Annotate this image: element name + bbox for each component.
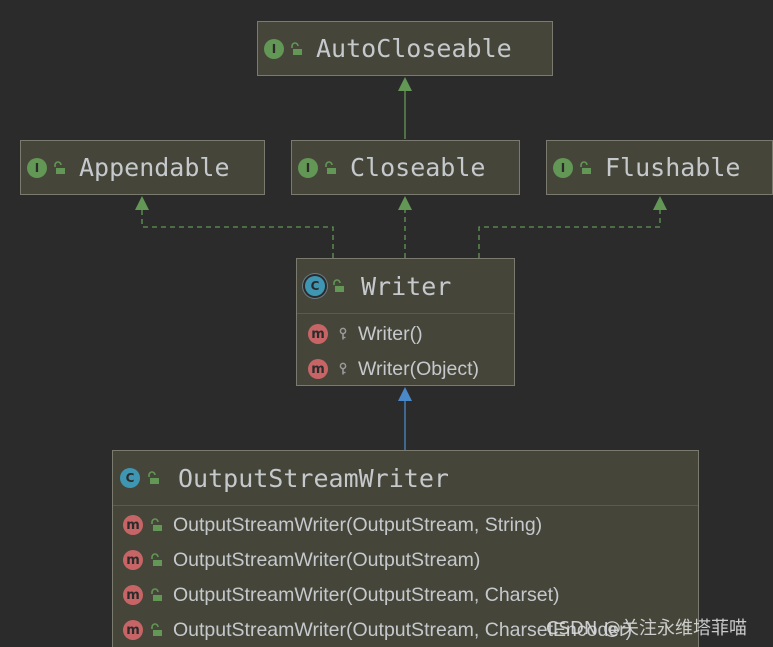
method-label: Writer(Object) [358,357,479,380]
method-row[interactable]: m Writer(Object) [297,352,514,386]
constructor-row[interactable]: m OutputStreamWriter(OutputStream, Strin… [113,508,698,542]
interface-icon: I [27,157,47,178]
public-lock-icon [325,160,336,174]
protected-key-icon [339,327,347,340]
method-icon: m [123,550,143,570]
constructor-label: OutputStreamWriter(OutputStream) [173,548,481,571]
method-icon: m [308,324,328,344]
public-lock-icon [54,160,65,174]
node-title: Closeable [350,153,486,182]
method-icon: m [308,359,328,379]
edge-osw-extends-writer [398,387,412,450]
constructor-label: OutputStreamWriter(OutputStream, String) [173,513,543,536]
method-icon: m [123,515,143,535]
method-icon: m [123,585,143,605]
appendable-node[interactable]: I Appendable [20,140,265,195]
public-lock-icon [151,518,162,531]
divider [113,505,698,506]
outputstreamwriter-node[interactable]: C OutputStreamWriter m OutputStreamWrite… [112,450,699,647]
public-lock-icon [148,471,159,484]
node-title: Flushable [605,153,741,182]
interface-icon: I [553,157,573,178]
method-label: Writer() [358,322,423,345]
node-title: Writer [361,271,452,301]
protected-key-icon [339,362,347,375]
constructor-row[interactable]: m OutputStreamWriter(OutputStream, Chars… [113,613,698,647]
edge-closeable-extends-autocloseable [398,77,412,139]
interface-icon: I [264,38,284,59]
autocloseable-node[interactable]: I AutoCloseable [257,21,553,76]
edge-writer-implements-closeable [398,196,412,258]
flushable-node[interactable]: I Flushable [546,140,773,195]
method-row[interactable]: m Writer() [297,317,514,351]
public-lock-icon [291,41,302,55]
closeable-node[interactable]: I Closeable [291,140,520,195]
method-icon: m [123,620,143,640]
node-title: OutputStreamWriter [178,463,449,493]
edge-writer-implements-flushable [478,196,667,258]
class-icon: C [120,468,140,488]
constructor-row[interactable]: m OutputStreamWriter(OutputStream) [113,543,698,577]
divider [297,313,514,314]
constructor-row[interactable]: m OutputStreamWriter(OutputStream, Chars… [113,578,698,612]
interface-icon: I [298,157,318,178]
public-lock-icon [333,279,344,292]
abstract-class-icon: C [305,276,325,296]
writer-node[interactable]: C Writer m Writer() m Writer(Ob [296,258,515,386]
edge-writer-implements-appendable [135,196,334,258]
public-lock-icon [151,553,162,566]
watermark-text: CSDN @关注永维塔菲喵 [546,618,748,639]
public-lock-icon [151,588,162,601]
node-title: AutoCloseable [316,34,512,63]
constructor-label: OutputStreamWriter(OutputStream, Charset… [173,583,560,606]
node-title: Appendable [79,153,230,182]
public-lock-icon [151,623,162,636]
public-lock-icon [580,160,591,174]
constructor-label: OutputStreamWriter(OutputStream, Charset… [173,618,633,641]
